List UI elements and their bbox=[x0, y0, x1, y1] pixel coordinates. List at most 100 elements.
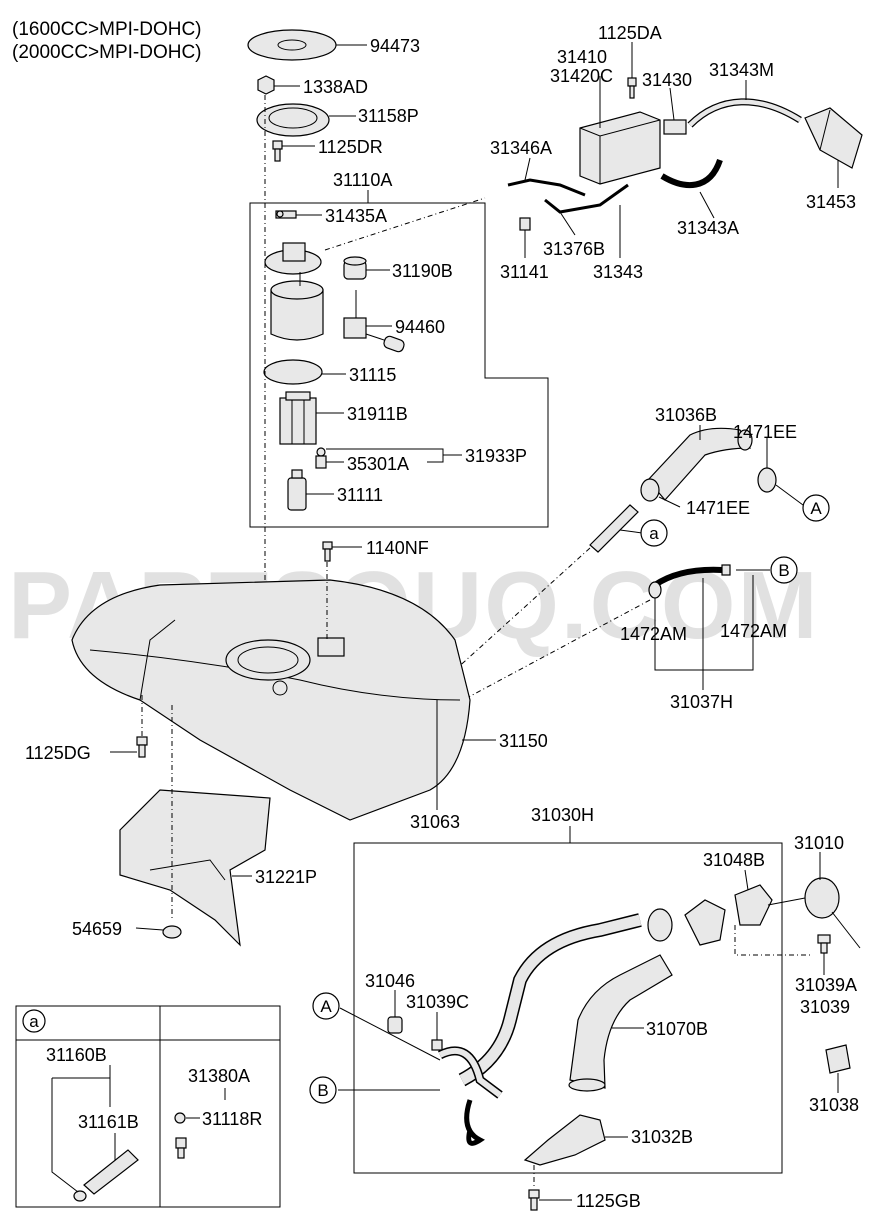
housing-31048B bbox=[684, 884, 773, 946]
label-31010[interactable]: 31010 bbox=[794, 833, 844, 853]
engine-variant-line-2: (2000CC>MPI-DOHC) bbox=[12, 42, 202, 63]
gasket-94473 bbox=[247, 29, 337, 61]
leader-31346A bbox=[524, 157, 531, 181]
label-31038[interactable]: 31038 bbox=[809, 1095, 859, 1115]
label-1472AM-right[interactable]: 1472AM bbox=[720, 621, 787, 641]
label-31039A[interactable]: 31039A bbox=[795, 975, 857, 995]
leader-31048B bbox=[744, 869, 749, 891]
label-31933P[interactable]: 31933P bbox=[465, 446, 527, 466]
fuel-tank-31150 bbox=[71, 579, 471, 821]
label-31032B[interactable]: 31032B bbox=[631, 1127, 693, 1147]
label-31343M[interactable]: 31343M bbox=[709, 60, 774, 80]
label-31039[interactable]: 31039 bbox=[800, 997, 850, 1017]
air-filter-31453 bbox=[804, 107, 863, 169]
pump-module-frame bbox=[249, 202, 549, 528]
label-31115[interactable]: 31115 bbox=[349, 365, 396, 385]
label-31070B[interactable]: 31070B bbox=[646, 1019, 708, 1039]
label-35301A[interactable]: 35301A bbox=[347, 454, 409, 474]
label-1125DG[interactable]: 1125DG bbox=[25, 743, 91, 763]
label-1140NF[interactable]: 1140NF bbox=[366, 538, 429, 558]
callout-A-1-text: A bbox=[810, 499, 822, 518]
label-31030H[interactable]: 31030H bbox=[531, 805, 594, 825]
label-31141[interactable]: 31141 bbox=[500, 262, 549, 282]
inset-a-table bbox=[15, 1005, 281, 1208]
label-31118R[interactable]: 31118R bbox=[202, 1109, 262, 1129]
hose-31343M-fill bbox=[688, 99, 802, 127]
dashed-vapor-line bbox=[324, 197, 486, 251]
callout-B-2[interactable]: B bbox=[309, 1076, 337, 1104]
hose-31343A bbox=[660, 158, 723, 189]
leader-1471EE-bottom bbox=[658, 496, 681, 508]
engine-variant-note: (1600CC>MPI-DOHC) (2000CC>MPI-DOHC) bbox=[12, 18, 202, 64]
bracket-1472AM bbox=[654, 575, 754, 671]
bolt-1125DA bbox=[627, 77, 637, 99]
label-31037H[interactable]: 31037H bbox=[670, 692, 733, 712]
leader-callout-A-1 bbox=[775, 484, 804, 506]
label-31039C[interactable]: 31039C bbox=[406, 992, 469, 1012]
label-31150[interactable]: 31150 bbox=[499, 731, 548, 751]
filler-pipe-31030H bbox=[437, 908, 673, 1099]
filter-31911B bbox=[279, 391, 317, 445]
nut-1338AD bbox=[257, 75, 275, 95]
filler-neck-frame bbox=[353, 842, 783, 1174]
label-31343[interactable]: 31343 bbox=[593, 262, 643, 282]
label-94460[interactable]: 94460 bbox=[395, 317, 445, 337]
label-31376B[interactable]: 31376B bbox=[543, 239, 605, 259]
bolt-1125GB bbox=[528, 1189, 540, 1211]
label-94473[interactable]: 94473 bbox=[370, 36, 420, 56]
label-54659[interactable]: 54659 bbox=[72, 919, 122, 939]
valve-31430 bbox=[663, 119, 687, 135]
leader-31343A bbox=[699, 191, 715, 219]
callout-a-ref-text: a bbox=[649, 524, 659, 543]
callout-a-box[interactable]: a bbox=[22, 1009, 46, 1033]
clip-31435A bbox=[275, 210, 297, 219]
fuel-sender-94460 bbox=[343, 290, 405, 353]
label-31036B[interactable]: 31036B bbox=[655, 405, 717, 425]
label-31190B[interactable]: 31190B bbox=[392, 261, 453, 281]
canister-31410 bbox=[579, 111, 661, 185]
label-31380A[interactable]: 31380A bbox=[188, 1066, 250, 1086]
callout-a-ref[interactable]: a bbox=[640, 519, 668, 547]
callout-A-2[interactable]: A bbox=[312, 992, 340, 1020]
clip-31141 bbox=[519, 217, 531, 231]
label-1125DA[interactable]: 1125DA bbox=[598, 23, 662, 43]
label-31410[interactable]: 31410 bbox=[557, 47, 607, 67]
label-31048B[interactable]: 31048B bbox=[703, 850, 765, 870]
label-31435A[interactable]: 31435A bbox=[325, 206, 387, 226]
valve-31190B bbox=[343, 256, 367, 280]
label-1338AD[interactable]: 1338AD bbox=[303, 77, 368, 97]
label-31911B[interactable]: 31911B bbox=[347, 404, 408, 424]
callout-A-1[interactable]: A bbox=[802, 494, 830, 522]
label-31346A[interactable]: 31346A bbox=[490, 138, 552, 158]
bracket-31933P bbox=[326, 448, 462, 463]
label-31420C[interactable]: 31420C bbox=[550, 66, 613, 86]
label-1471EE-bottom[interactable]: 1471EE bbox=[686, 498, 750, 518]
strap-filler bbox=[464, 1099, 485, 1146]
seal-31115 bbox=[263, 359, 323, 385]
dashed-vent-line bbox=[462, 599, 651, 701]
label-1472AM-left[interactable]: 1472AM bbox=[620, 624, 687, 644]
label-31046[interactable]: 31046 bbox=[365, 971, 415, 991]
label-31158P[interactable]: 31158P bbox=[358, 106, 419, 126]
label-31430[interactable]: 31430 bbox=[642, 70, 692, 90]
label-31221P[interactable]: 31221P bbox=[255, 867, 317, 887]
bolt-1125DR bbox=[272, 140, 283, 162]
callout-A-2-text: A bbox=[320, 997, 332, 1016]
leader-callout-A-2 bbox=[339, 1007, 441, 1061]
label-31453[interactable]: 31453 bbox=[806, 192, 856, 212]
label-31161B[interactable]: 31161B bbox=[78, 1112, 139, 1132]
label-31160B[interactable]: 31160B bbox=[46, 1045, 107, 1065]
label-31111[interactable]: 31111 bbox=[337, 485, 383, 505]
label-1125GB[interactable]: 1125GB bbox=[576, 1191, 641, 1211]
label-31110A[interactable]: 31110A bbox=[333, 170, 392, 190]
engine-variant-line-1: (1600CC>MPI-DOHC) bbox=[12, 19, 202, 40]
label-31063[interactable]: 31063 bbox=[410, 812, 460, 832]
cap-31046 bbox=[387, 1016, 403, 1034]
label-31343A[interactable]: 31343A bbox=[677, 218, 739, 238]
bolt-1125DG bbox=[136, 736, 148, 758]
label-1125DR[interactable]: 1125DR bbox=[318, 137, 383, 157]
leader-31376B bbox=[559, 211, 576, 236]
label-1471EE-top[interactable]: 1471EE bbox=[733, 422, 797, 442]
callout-B-1[interactable]: B bbox=[770, 556, 798, 584]
clamp-1471EE-bottom bbox=[640, 478, 660, 502]
